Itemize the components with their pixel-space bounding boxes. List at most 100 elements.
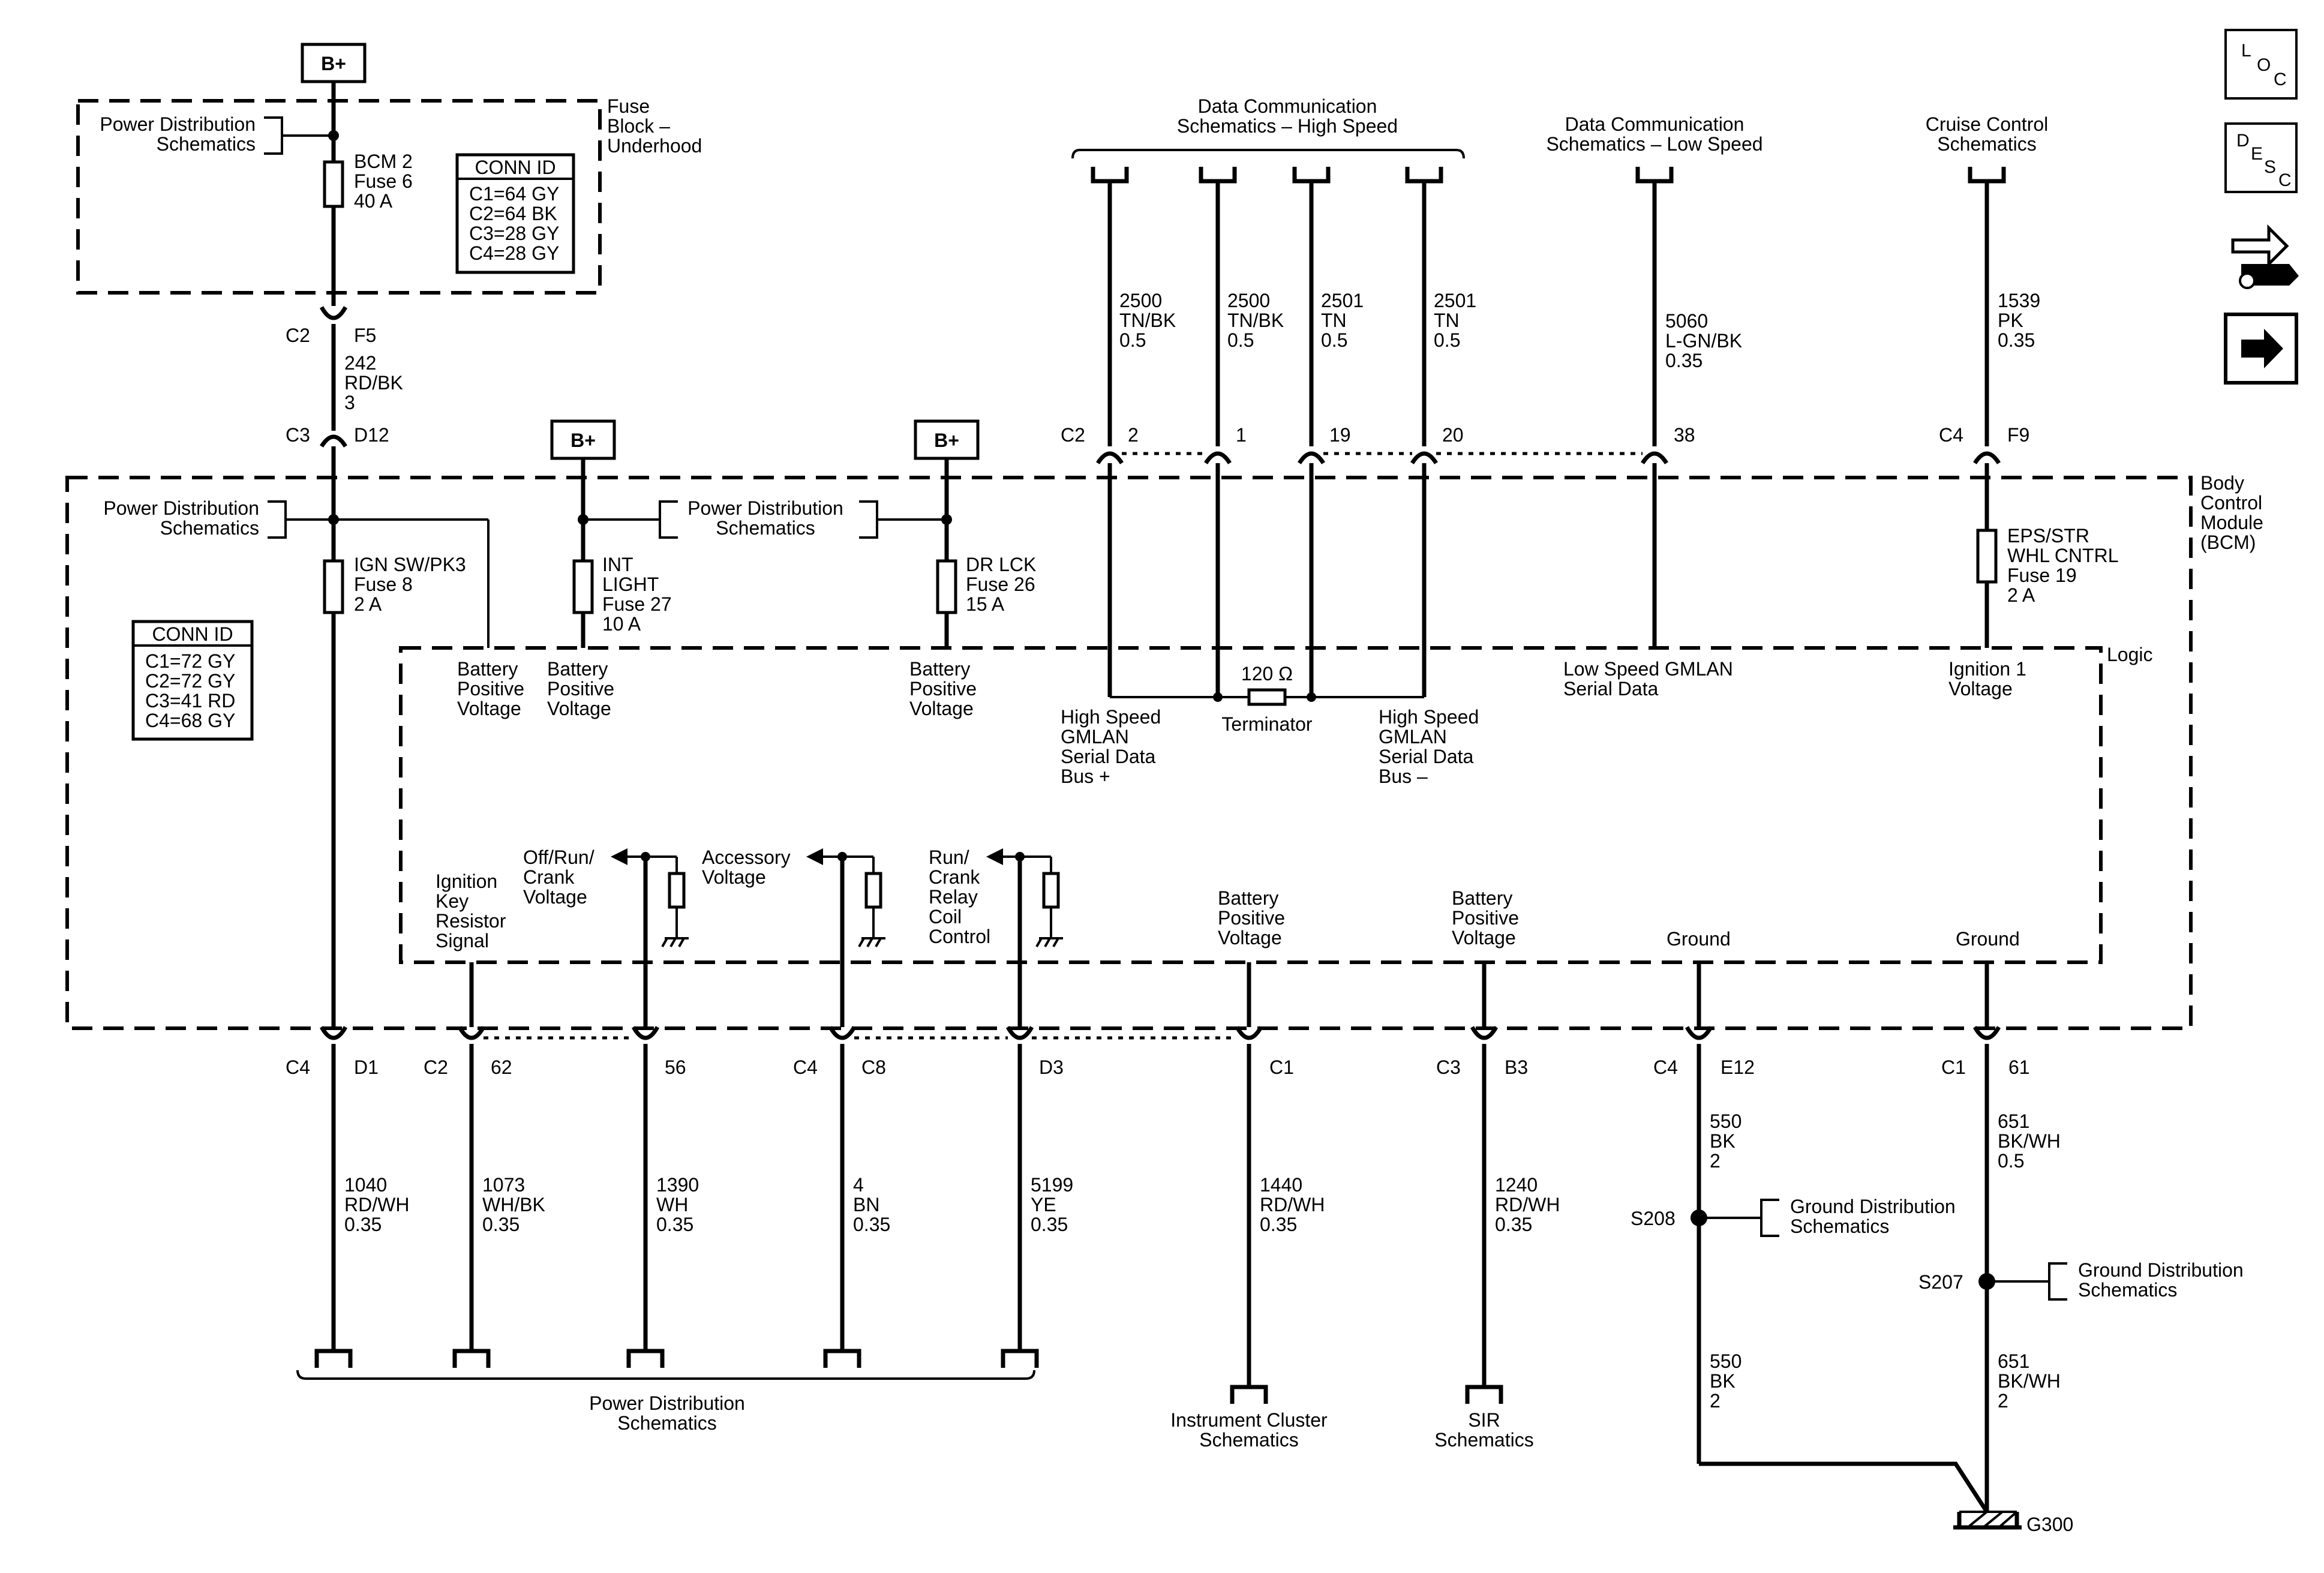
svg-text:C2: C2 <box>1061 424 1085 446</box>
svg-text:4: 4 <box>853 1174 864 1196</box>
svg-text:Battery: Battery <box>547 658 608 680</box>
svg-text:Voltage: Voltage <box>909 698 974 719</box>
svg-text:Battery: Battery <box>457 658 518 680</box>
svg-text:BK/WH: BK/WH <box>1998 1370 2061 1392</box>
svg-text:C2=64 BK: C2=64 BK <box>469 203 557 224</box>
svg-text:INT: INT <box>602 554 633 575</box>
svg-text:0.5: 0.5 <box>1998 1150 2024 1172</box>
svg-text:Signal: Signal <box>436 930 489 951</box>
svg-text:B+: B+ <box>934 430 959 451</box>
conn-id-lower: CONN ID C1=72 GY C2=72 GY C3=41 RD C4=68… <box>131 620 254 741</box>
svg-text:Fuse 19: Fuse 19 <box>2007 565 2077 586</box>
ref-power-dist-bottom-2: Schematics <box>617 1412 716 1434</box>
svg-text:C4=68 GY: C4=68 GY <box>145 710 235 731</box>
svg-text:C4: C4 <box>1939 424 1963 446</box>
svg-text:C3=41 RD: C3=41 RD <box>145 690 235 712</box>
svg-text:Positive: Positive <box>457 678 524 700</box>
svg-text:TN: TN <box>1434 310 1460 331</box>
svg-text:242: 242 <box>344 352 376 374</box>
svg-text:B+: B+ <box>571 430 596 451</box>
svg-text:15 A: 15 A <box>966 593 1005 615</box>
svg-text:RD/BK: RD/BK <box>344 372 403 394</box>
ref-power-dist-upper-1: Power Distribution <box>100 113 256 135</box>
svg-text:Low Speed GMLAN: Low Speed GMLAN <box>1563 658 1733 680</box>
desc-button[interactable]: D E S C <box>2224 122 2298 193</box>
svg-text:Positive: Positive <box>1218 907 1285 929</box>
bcm-label-3: Module <box>2200 512 2263 533</box>
svg-text:TN/BK: TN/BK <box>1227 310 1284 331</box>
svg-text:Fuse 27: Fuse 27 <box>602 593 672 615</box>
ref-instrument-1: Instrument Cluster <box>1170 1409 1328 1431</box>
svg-text:Accessory: Accessory <box>702 846 791 868</box>
svg-text:S: S <box>2264 157 2276 177</box>
svg-text:0.5: 0.5 <box>1321 329 1347 351</box>
svg-text:WHL CNTRL: WHL CNTRL <box>2007 545 2118 566</box>
svg-text:IGN SW/PK3: IGN SW/PK3 <box>354 554 466 575</box>
svg-text:F5: F5 <box>354 325 376 346</box>
svg-text:38: 38 <box>1674 424 1695 446</box>
svg-text:1: 1 <box>1236 424 1247 446</box>
svg-text:Battery: Battery <box>1218 887 1278 909</box>
svg-text:Ground: Ground <box>1956 928 2020 950</box>
svg-text:Voltage: Voltage <box>523 886 587 908</box>
repair-hand-icon[interactable] <box>2231 224 2299 289</box>
svg-text:D1: D1 <box>354 1056 379 1078</box>
svg-text:0.5: 0.5 <box>1119 329 1146 351</box>
ref-power-dist-mid-2: Schematics <box>716 517 815 539</box>
svg-text:PK: PK <box>1998 310 2023 331</box>
svg-text:C1=72 GY: C1=72 GY <box>145 650 235 672</box>
svg-text:62: 62 <box>491 1056 512 1078</box>
svg-text:Voltage: Voltage <box>1452 927 1516 948</box>
svg-text:2500: 2500 <box>1119 290 1162 311</box>
svg-text:C: C <box>2278 170 2292 190</box>
svg-text:C3: C3 <box>286 424 310 446</box>
svg-text:Voltage: Voltage <box>457 698 521 719</box>
ground-g300-symbol <box>1953 1511 2022 1530</box>
svg-text:550: 550 <box>1710 1110 1742 1132</box>
svg-text:Run/: Run/ <box>929 846 969 868</box>
battery-tag-int-light: B+ <box>550 419 616 460</box>
svg-text:Terminator: Terminator <box>1221 713 1313 735</box>
svg-text:2: 2 <box>1128 424 1139 446</box>
svg-text:TN/BK: TN/BK <box>1119 310 1176 331</box>
svg-text:Resistor: Resistor <box>436 910 506 932</box>
ref-data-low-2: Schematics – Low Speed <box>1546 133 1762 155</box>
svg-text:E: E <box>2251 144 2263 164</box>
svg-text:0.35: 0.35 <box>1998 329 2035 351</box>
svg-text:D12: D12 <box>354 424 389 446</box>
svg-text:1440: 1440 <box>1260 1174 1302 1196</box>
svg-text:Voltage: Voltage <box>1218 927 1282 948</box>
svg-text:0.35: 0.35 <box>656 1214 693 1235</box>
terminator-resistor <box>1247 688 1287 706</box>
svg-text:0.35: 0.35 <box>1495 1214 1532 1235</box>
ref-data-high-1: Data Communication <box>1198 95 1377 117</box>
svg-text:Ground: Ground <box>1667 928 1731 950</box>
fuse-block-label-2: Block – <box>607 115 670 137</box>
svg-text:Serial Data: Serial Data <box>1563 678 1659 700</box>
svg-text:C1=64 GY: C1=64 GY <box>469 183 559 205</box>
svg-text:1040: 1040 <box>344 1174 387 1196</box>
svg-text:S208: S208 <box>1631 1208 1676 1229</box>
svg-text:C1: C1 <box>1269 1056 1294 1078</box>
bcm-box <box>65 476 2193 1030</box>
svg-text:F9: F9 <box>2007 424 2029 446</box>
svg-text:Ignition 1: Ignition 1 <box>1948 658 2026 680</box>
svg-text:C8: C8 <box>861 1056 886 1078</box>
svg-text:Voltage: Voltage <box>1948 678 2013 700</box>
loc-button[interactable]: L O C <box>2224 29 2298 100</box>
svg-text:High Speed: High Speed <box>1061 706 1161 728</box>
svg-text:GMLAN: GMLAN <box>1061 726 1129 748</box>
svg-text:C4=28 GY: C4=28 GY <box>469 242 559 264</box>
next-arrow-button[interactable] <box>2224 313 2298 385</box>
svg-text:2 A: 2 A <box>2007 584 2035 606</box>
svg-text:61: 61 <box>2008 1056 2030 1078</box>
svg-text:C: C <box>2274 70 2287 89</box>
svg-text:0.35: 0.35 <box>1031 1214 1068 1235</box>
svg-text:Battery: Battery <box>1452 887 1512 909</box>
svg-text:C4: C4 <box>1653 1056 1678 1078</box>
svg-text:BK: BK <box>1710 1370 1736 1392</box>
svg-text:1240: 1240 <box>1495 1174 1538 1196</box>
svg-text:Battery: Battery <box>909 658 970 680</box>
svg-text:0.35: 0.35 <box>482 1214 520 1235</box>
svg-text:Serial Data: Serial Data <box>1379 746 1474 767</box>
